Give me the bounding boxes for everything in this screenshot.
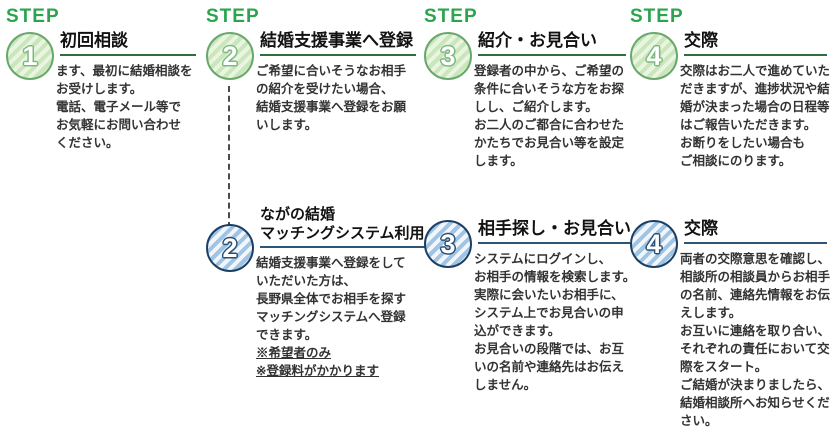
step-3-number-badge: 3	[424, 220, 472, 268]
dashed-connector-line	[228, 86, 230, 228]
step-2-number-badge: 2	[206, 32, 254, 80]
step-title-rule: ながの結婚 マッチングシステム利用	[260, 205, 425, 248]
step-description: ます、最初に結婚相談を お受けします。 電話、電子メール等で お気軽にお問い合わ…	[56, 64, 193, 150]
step-title: ながの結婚 マッチングシステム利用	[260, 206, 425, 242]
step-number: 2	[222, 232, 238, 263]
step-3-number-badge: 3	[424, 32, 472, 80]
step-description: 結婚支援事業へ登録をして いただいた方は、 長野県全体でお相手を探す マッチング…	[256, 256, 407, 342]
step-title-rule: 相手探し・お見合い	[478, 218, 631, 244]
step-header: 1 初回相談	[6, 30, 196, 80]
step-header: 3 相手探し・お見合い	[424, 218, 631, 268]
step-top-2: STEP 2 結婚支援事業へ登録 ご希望に合いそうなお相手 の紹介を受けたい場合…	[206, 6, 416, 134]
step-2-number-badge: 2	[206, 224, 254, 272]
step-top-1: STEP 1 初回相談 ます、最初に結婚相談を お受けします。 電話、電子メール…	[6, 6, 196, 152]
step-number: 4	[646, 40, 662, 71]
step-number: 4	[646, 228, 662, 259]
step-description: 両者の交際意思を確認し、 相談所の相談員からお相手 の名前、連絡先情報をお伝 え…	[680, 252, 831, 428]
step-title-rule: 交際	[684, 218, 827, 244]
step-notes: ※希望者のみ ※登録料がかかります	[256, 344, 416, 380]
step-label: STEP	[424, 6, 478, 27]
step-number: 2	[222, 40, 238, 71]
step-title: 交際	[684, 219, 718, 238]
step-number: 3	[440, 228, 456, 259]
step-number: 3	[440, 40, 456, 71]
step-top-4: STEP 4 交際 交際はお二人で進めていた だきますが、進捗状況や結 婚が決ま…	[630, 6, 831, 170]
step-description: システムにログインし、 お相手の情報を検索します。 実際に会いたいお相手に、 シ…	[474, 252, 636, 392]
step-label: STEP	[630, 6, 684, 27]
step-4-number-badge: 4	[630, 220, 678, 268]
step-bottom-2: 2 ながの結婚 マッチングシステム利用 結婚支援事業へ登録をして いただいた方は…	[206, 205, 425, 380]
step-header: 3 紹介・お見合い	[424, 30, 626, 80]
step-description: ご希望に合いそうなお相手 の紹介を受けたい場合、 結婚支援事業へ登録をお願 いし…	[256, 64, 407, 132]
step-title: 相手探し・お見合い	[478, 219, 631, 238]
note-applicants-only: ※希望者のみ	[256, 346, 332, 360]
step-1-number-badge: 1	[6, 32, 54, 80]
step-number: 1	[22, 40, 38, 71]
step-title-rule: 初回相談	[60, 30, 196, 56]
step-label: STEP	[6, 6, 60, 27]
step-4-number-badge: 4	[630, 32, 678, 80]
note-registration-fee: ※登録料がかかります	[256, 364, 379, 378]
step-label: STEP	[206, 6, 260, 27]
step-header: 4 交際	[630, 218, 827, 268]
step-description: 登録者の中から、ご希望の 条件に合いそうな方をお探 しし、ご紹介します。 お二人…	[474, 64, 625, 168]
step-title-rule: 紹介・お見合い	[478, 30, 626, 56]
step-header: 4 交際	[630, 30, 827, 80]
step-title: 初回相談	[60, 31, 128, 50]
step-title: 交際	[684, 31, 718, 50]
step-title-rule: 結婚支援事業へ登録	[260, 30, 416, 56]
step-title: 結婚支援事業へ登録	[260, 31, 413, 50]
step-title-rule: 交際	[684, 30, 827, 56]
step-bottom-3: 3 相手探し・お見合い システムにログインし、 お相手の情報を検索します。 実際…	[424, 218, 636, 394]
step-header: 2 結婚支援事業へ登録	[206, 30, 416, 80]
step-header: 2 ながの結婚 マッチングシステム利用	[206, 205, 425, 272]
step-top-3: STEP 3 紹介・お見合い 登録者の中から、ご希望の 条件に合いそうな方をお探…	[424, 6, 626, 170]
step-description: 交際はお二人で進めていた だきますが、進捗状況や結 婚が決まった場合の日程等 は…	[680, 64, 831, 168]
step-title: 紹介・お見合い	[478, 31, 597, 50]
step-bottom-4: 4 交際 両者の交際意思を確認し、 相談所の相談員からお相手 の名前、連絡先情報…	[630, 218, 831, 430]
